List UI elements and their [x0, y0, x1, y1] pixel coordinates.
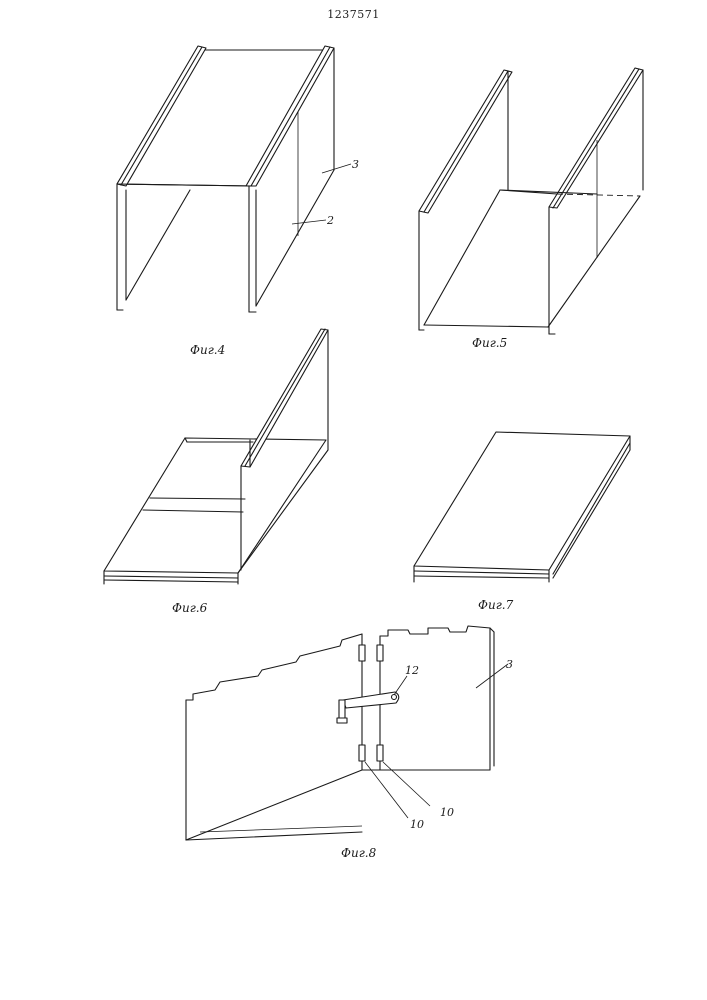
- fig4-ref-3: 3: [352, 158, 359, 171]
- fig4-ref-2: 2: [326, 214, 334, 227]
- fig5-caption: Фиг.5: [472, 336, 507, 350]
- fig7-caption: Фиг.7: [478, 598, 514, 612]
- fig8-ref-12: 12: [405, 664, 419, 677]
- fig8-hinge-top-left: [359, 645, 365, 661]
- fig4-caption: Фиг.4: [190, 343, 225, 357]
- fig7-flat-panel: [414, 432, 630, 570]
- fig8-hinge-bottom-right: [377, 745, 383, 761]
- figure-5: Фиг.5: [419, 68, 643, 350]
- figure-6: Фиг.6: [104, 329, 328, 615]
- figure-8: 12 3 10 10 Фиг.8: [186, 626, 513, 860]
- fig8-ref-10-right: 10: [440, 806, 454, 819]
- fig6-caption: Фиг.6: [172, 601, 208, 615]
- fig6-floor-panel: [104, 438, 326, 573]
- fig8-hinge-top-right: [377, 645, 383, 661]
- fig8-hinge-bottom-left: [359, 745, 365, 761]
- fig8-caption: Фиг.8: [341, 846, 377, 860]
- fig8-latch-handle: [343, 692, 399, 708]
- fig8-ref-10-left: 10: [410, 818, 424, 831]
- figure-4: 3 2 Фиг.4: [117, 46, 359, 357]
- figure-7: Фиг.7: [414, 432, 630, 612]
- fig8-ref-3: 3: [506, 658, 513, 671]
